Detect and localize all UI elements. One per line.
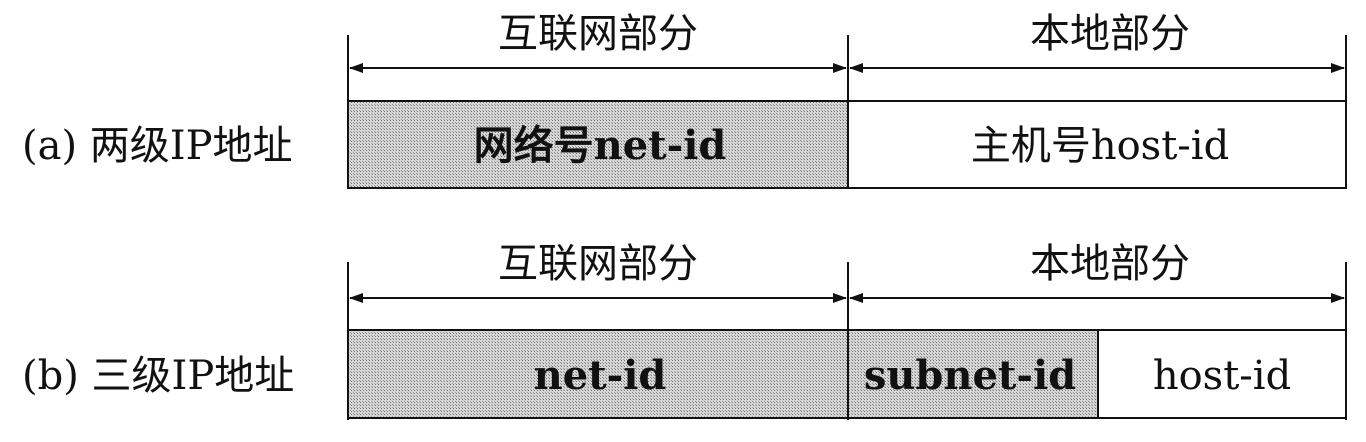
host-id-field-b — [1097, 329, 1347, 419]
local-part-label-b: 本地部分 — [1030, 241, 1190, 287]
host-id-text-a: 主机号host-id — [970, 123, 1230, 169]
internet-part-label-b: 互联网部分 — [498, 241, 698, 287]
host-id-text-b: host-id — [1152, 353, 1292, 399]
row-label-a: (a) 两级IP地址 — [22, 123, 293, 169]
net-id-field-a — [347, 100, 849, 189]
net-id-text-a: 网络号net-id — [473, 122, 727, 169]
internet-part-label-a: 互联网部分 — [498, 11, 698, 57]
net-subnet-field-b — [347, 329, 1099, 419]
row-label-b: (b) 三级IP地址 — [22, 353, 295, 399]
net-id-text-b: net-id — [533, 352, 667, 399]
local-part-label-a: 本地部分 — [1030, 11, 1190, 57]
subnet-id-text-b: subnet-id — [863, 352, 1077, 399]
host-id-field-a — [847, 100, 1347, 189]
